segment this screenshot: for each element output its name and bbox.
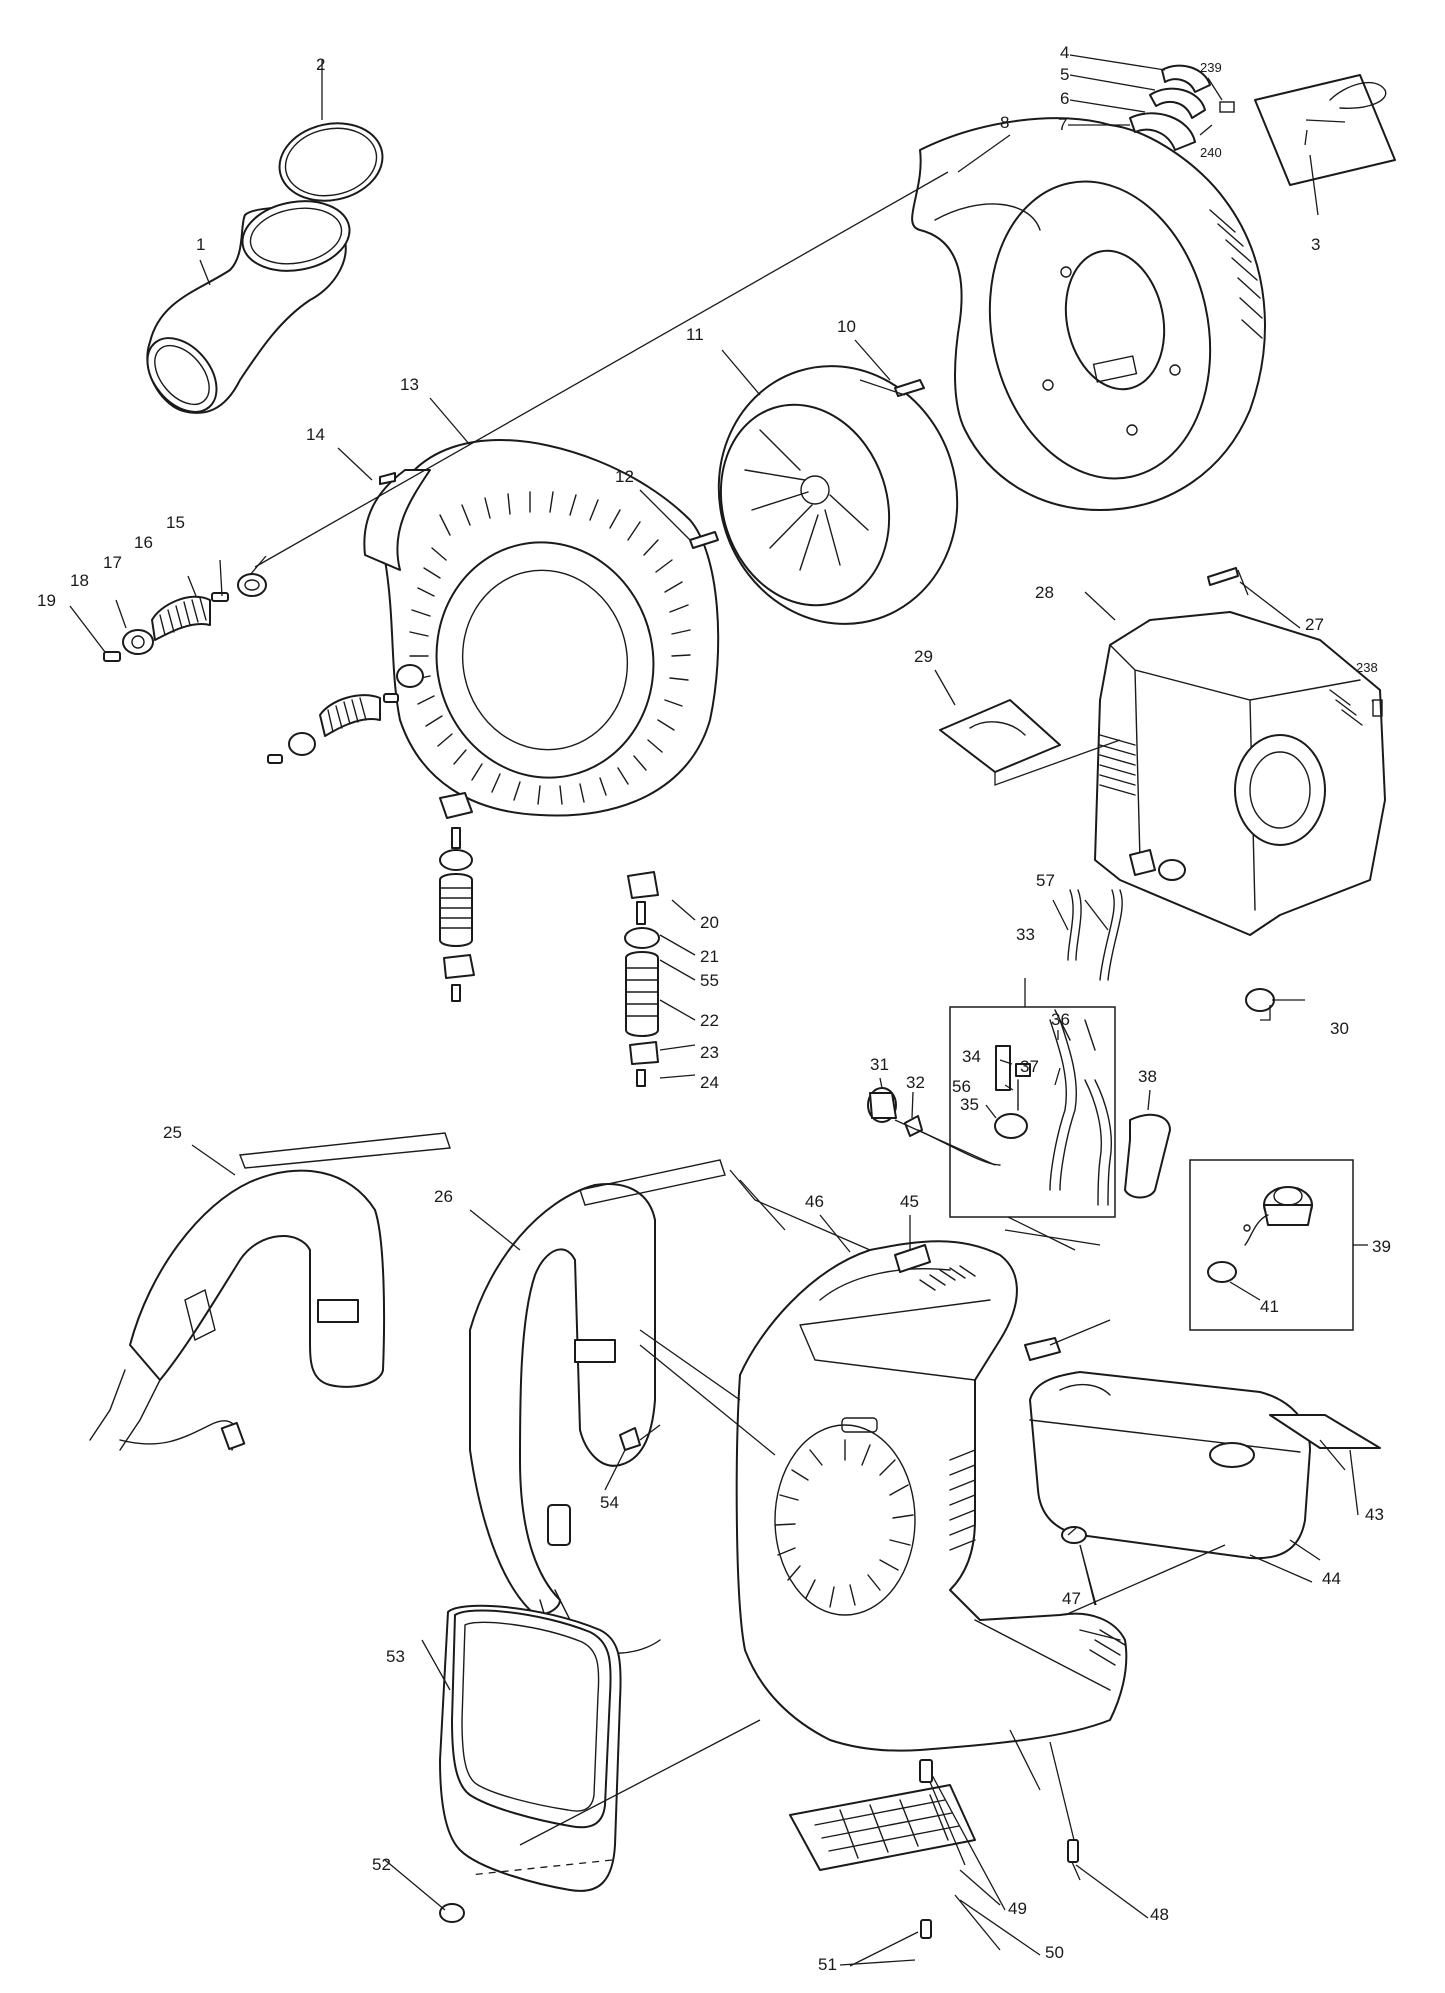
callout-35: 35 xyxy=(960,1095,979,1114)
callout-55: 55 xyxy=(700,971,719,990)
o-ring-part xyxy=(278,122,384,202)
callout-54: 54 xyxy=(600,1493,619,1512)
callout-3: 3 xyxy=(1311,235,1320,254)
indication-lines xyxy=(254,171,1271,1876)
warning-label-part xyxy=(1254,74,1396,186)
callout-43: 43 xyxy=(1365,1505,1384,1524)
callout-15: 15 xyxy=(166,513,185,532)
filter-part xyxy=(939,699,1061,773)
callout-11: 11 xyxy=(686,325,704,344)
callout-45: 45 xyxy=(900,1192,919,1211)
callout-33: 33 xyxy=(1016,925,1035,944)
seal-rings-parts xyxy=(1129,64,1235,151)
callout-5: 5 xyxy=(1060,65,1069,84)
fan-case-part xyxy=(911,117,1266,511)
callout-26: 26 xyxy=(434,1187,453,1206)
callout-52: 52 xyxy=(372,1855,391,1874)
callout-37: 37 xyxy=(1020,1057,1039,1076)
callout-25: 25 xyxy=(163,1123,182,1142)
bottom-plate-part xyxy=(789,1526,1087,1939)
bracket-45 xyxy=(894,1244,1061,1361)
fuel-filter-31-32 xyxy=(867,1087,1001,1166)
backpack-frame-part xyxy=(735,1240,1128,1752)
callout-30: 30 xyxy=(1330,1019,1349,1038)
volute-housing-part xyxy=(363,439,720,817)
callout-10: 10 xyxy=(837,317,856,336)
callout-32: 32 xyxy=(906,1073,925,1092)
callout-47: 47 xyxy=(1062,1589,1081,1608)
callout-29: 29 xyxy=(914,647,933,666)
callout-8: 8 xyxy=(1000,113,1009,132)
leader-lines-2 xyxy=(849,581,1359,1967)
grommet-54 xyxy=(619,1427,641,1451)
fuel-hoses-57 xyxy=(1067,889,1123,981)
callout-240: 240 xyxy=(1200,145,1222,160)
callout-48: 48 xyxy=(1150,1905,1169,1924)
callout-53: 53 xyxy=(386,1647,405,1666)
callout-24: 24 xyxy=(700,1073,719,1092)
shoulder-harness-part-2 xyxy=(469,1159,726,1654)
callout-23: 23 xyxy=(700,1043,719,1062)
tank-neck-38 xyxy=(1124,1113,1171,1199)
callout-46: 46 xyxy=(805,1192,824,1211)
callout-7: 7 xyxy=(1058,115,1067,134)
callout-41: 41 xyxy=(1260,1297,1279,1316)
callout-56: 56 xyxy=(952,1077,971,1096)
screws-10-12 xyxy=(689,379,925,549)
callout-39: 39 xyxy=(1372,1237,1391,1256)
isolator-parts-bottom xyxy=(439,792,660,1087)
shoulder-harness-part xyxy=(89,1132,451,1451)
callout-labels: 2 1 4 5 6 7 239 240 3 8 10 11 12 13 14 1… xyxy=(37,43,1391,1974)
callout-14: 14 xyxy=(306,425,325,444)
callout-21: 21 xyxy=(700,947,719,966)
callout-13: 13 xyxy=(400,375,419,394)
engine-housing-part xyxy=(1094,611,1386,936)
callout-50: 50 xyxy=(1045,1943,1064,1962)
leader-lines xyxy=(69,54,1374,1966)
callout-17: 17 xyxy=(103,553,122,572)
callout-51: 51 xyxy=(818,1955,837,1974)
callout-34: 34 xyxy=(962,1047,981,1066)
fuel-tank-part xyxy=(1029,1371,1311,1560)
fuel-line-kit-parts xyxy=(994,1009,1113,1206)
tank-label-part xyxy=(1269,1414,1381,1449)
impeller-part xyxy=(717,365,959,625)
callout-28: 28 xyxy=(1035,583,1054,602)
callout-20: 20 xyxy=(700,913,719,932)
callout-19: 19 xyxy=(37,591,56,610)
callout-239: 239 xyxy=(1200,60,1222,75)
fuel-line-kit-box xyxy=(949,1006,1116,1218)
callout-4: 4 xyxy=(1060,43,1069,62)
callout-2: 2 xyxy=(316,55,325,74)
callout-38: 38 xyxy=(1138,1067,1157,1086)
callout-36: 36 xyxy=(1051,1010,1070,1029)
callout-6: 6 xyxy=(1060,89,1069,108)
callout-49: 49 xyxy=(1008,1899,1027,1918)
callout-44: 44 xyxy=(1322,1569,1341,1588)
callout-16: 16 xyxy=(134,533,153,552)
isolator-parts-left xyxy=(103,472,424,764)
back-pad-part xyxy=(439,1604,622,1923)
elbow-pipe-part xyxy=(146,200,351,414)
callout-57: 57 xyxy=(1036,871,1055,890)
fuel-cap-parts xyxy=(1207,1186,1313,1283)
callout-12: 12 xyxy=(615,467,634,486)
callout-18: 18 xyxy=(70,571,89,590)
callout-27: 27 xyxy=(1305,615,1324,634)
callout-22: 22 xyxy=(700,1011,719,1030)
callout-31: 31 xyxy=(870,1055,889,1074)
callout-1: 1 xyxy=(196,235,205,254)
callout-238: 238 xyxy=(1356,660,1378,675)
